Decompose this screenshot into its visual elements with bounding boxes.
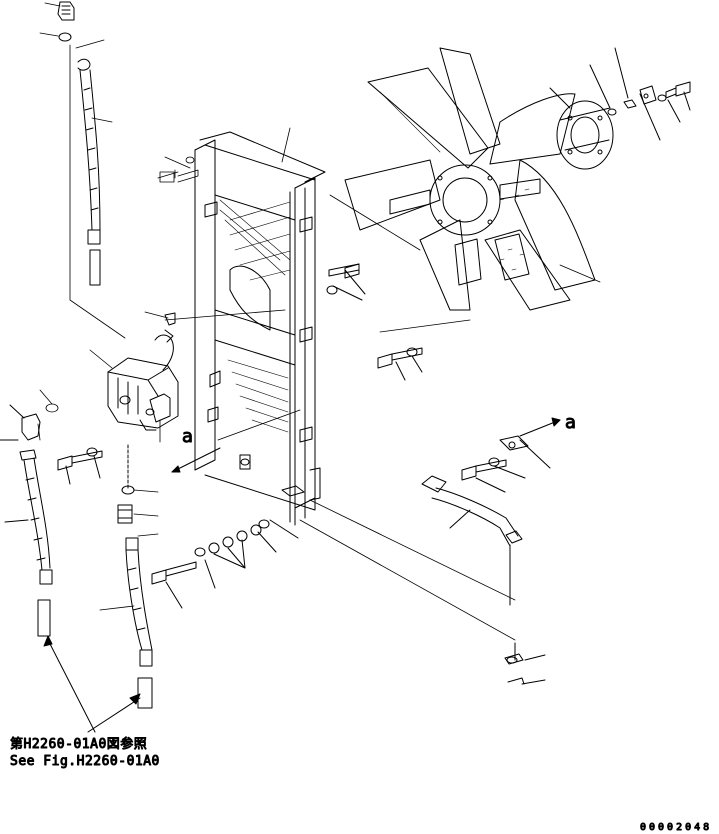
view-label-right: a: [565, 412, 576, 433]
center-lower-leaders: [99, 489, 159, 611]
upper-left-leaders: [39, 2, 126, 339]
left-bolt: [57, 447, 103, 485]
radiator-leaders: [157, 127, 516, 641]
right-bracket: [461, 435, 551, 493]
fan-bolt: [377, 347, 423, 381]
right-bolt: [657, 81, 691, 123]
reference-note-en: See Fig.H2260-01A0: [10, 754, 160, 769]
drawing-number: 00002048: [640, 822, 712, 833]
lower-left-hose: [4, 449, 53, 637]
radiator-frame: [194, 131, 326, 526]
fan-motor-leaders: [37, 311, 169, 443]
sensor-clip: [164, 312, 176, 326]
view-a-arrow-left: [171, 447, 221, 473]
fan-leaders: [329, 194, 601, 333]
washer-and-nut: [589, 47, 637, 116]
fan-spacer-pulley: [549, 87, 614, 170]
cooling-fan: [344, 47, 596, 311]
upper-left-hose-assembly: [57, 1, 101, 286]
bracket-plate: [639, 85, 661, 141]
right-tube: [421, 475, 523, 606]
view-a-arrow-right: [519, 417, 561, 437]
left-elbow-fitting: [0, 404, 41, 441]
lower-right-clip: [504, 642, 546, 685]
reference-note-jp: 第H2260-01A0図参照: [10, 736, 147, 752]
view-label-left: a: [182, 426, 193, 447]
reference-arrows: [43, 635, 141, 733]
center-lower-hose: [117, 444, 153, 709]
center-bolt: [326, 263, 366, 301]
fan-motor-block: [107, 329, 179, 431]
lower-bolt-stack: [151, 519, 299, 609]
